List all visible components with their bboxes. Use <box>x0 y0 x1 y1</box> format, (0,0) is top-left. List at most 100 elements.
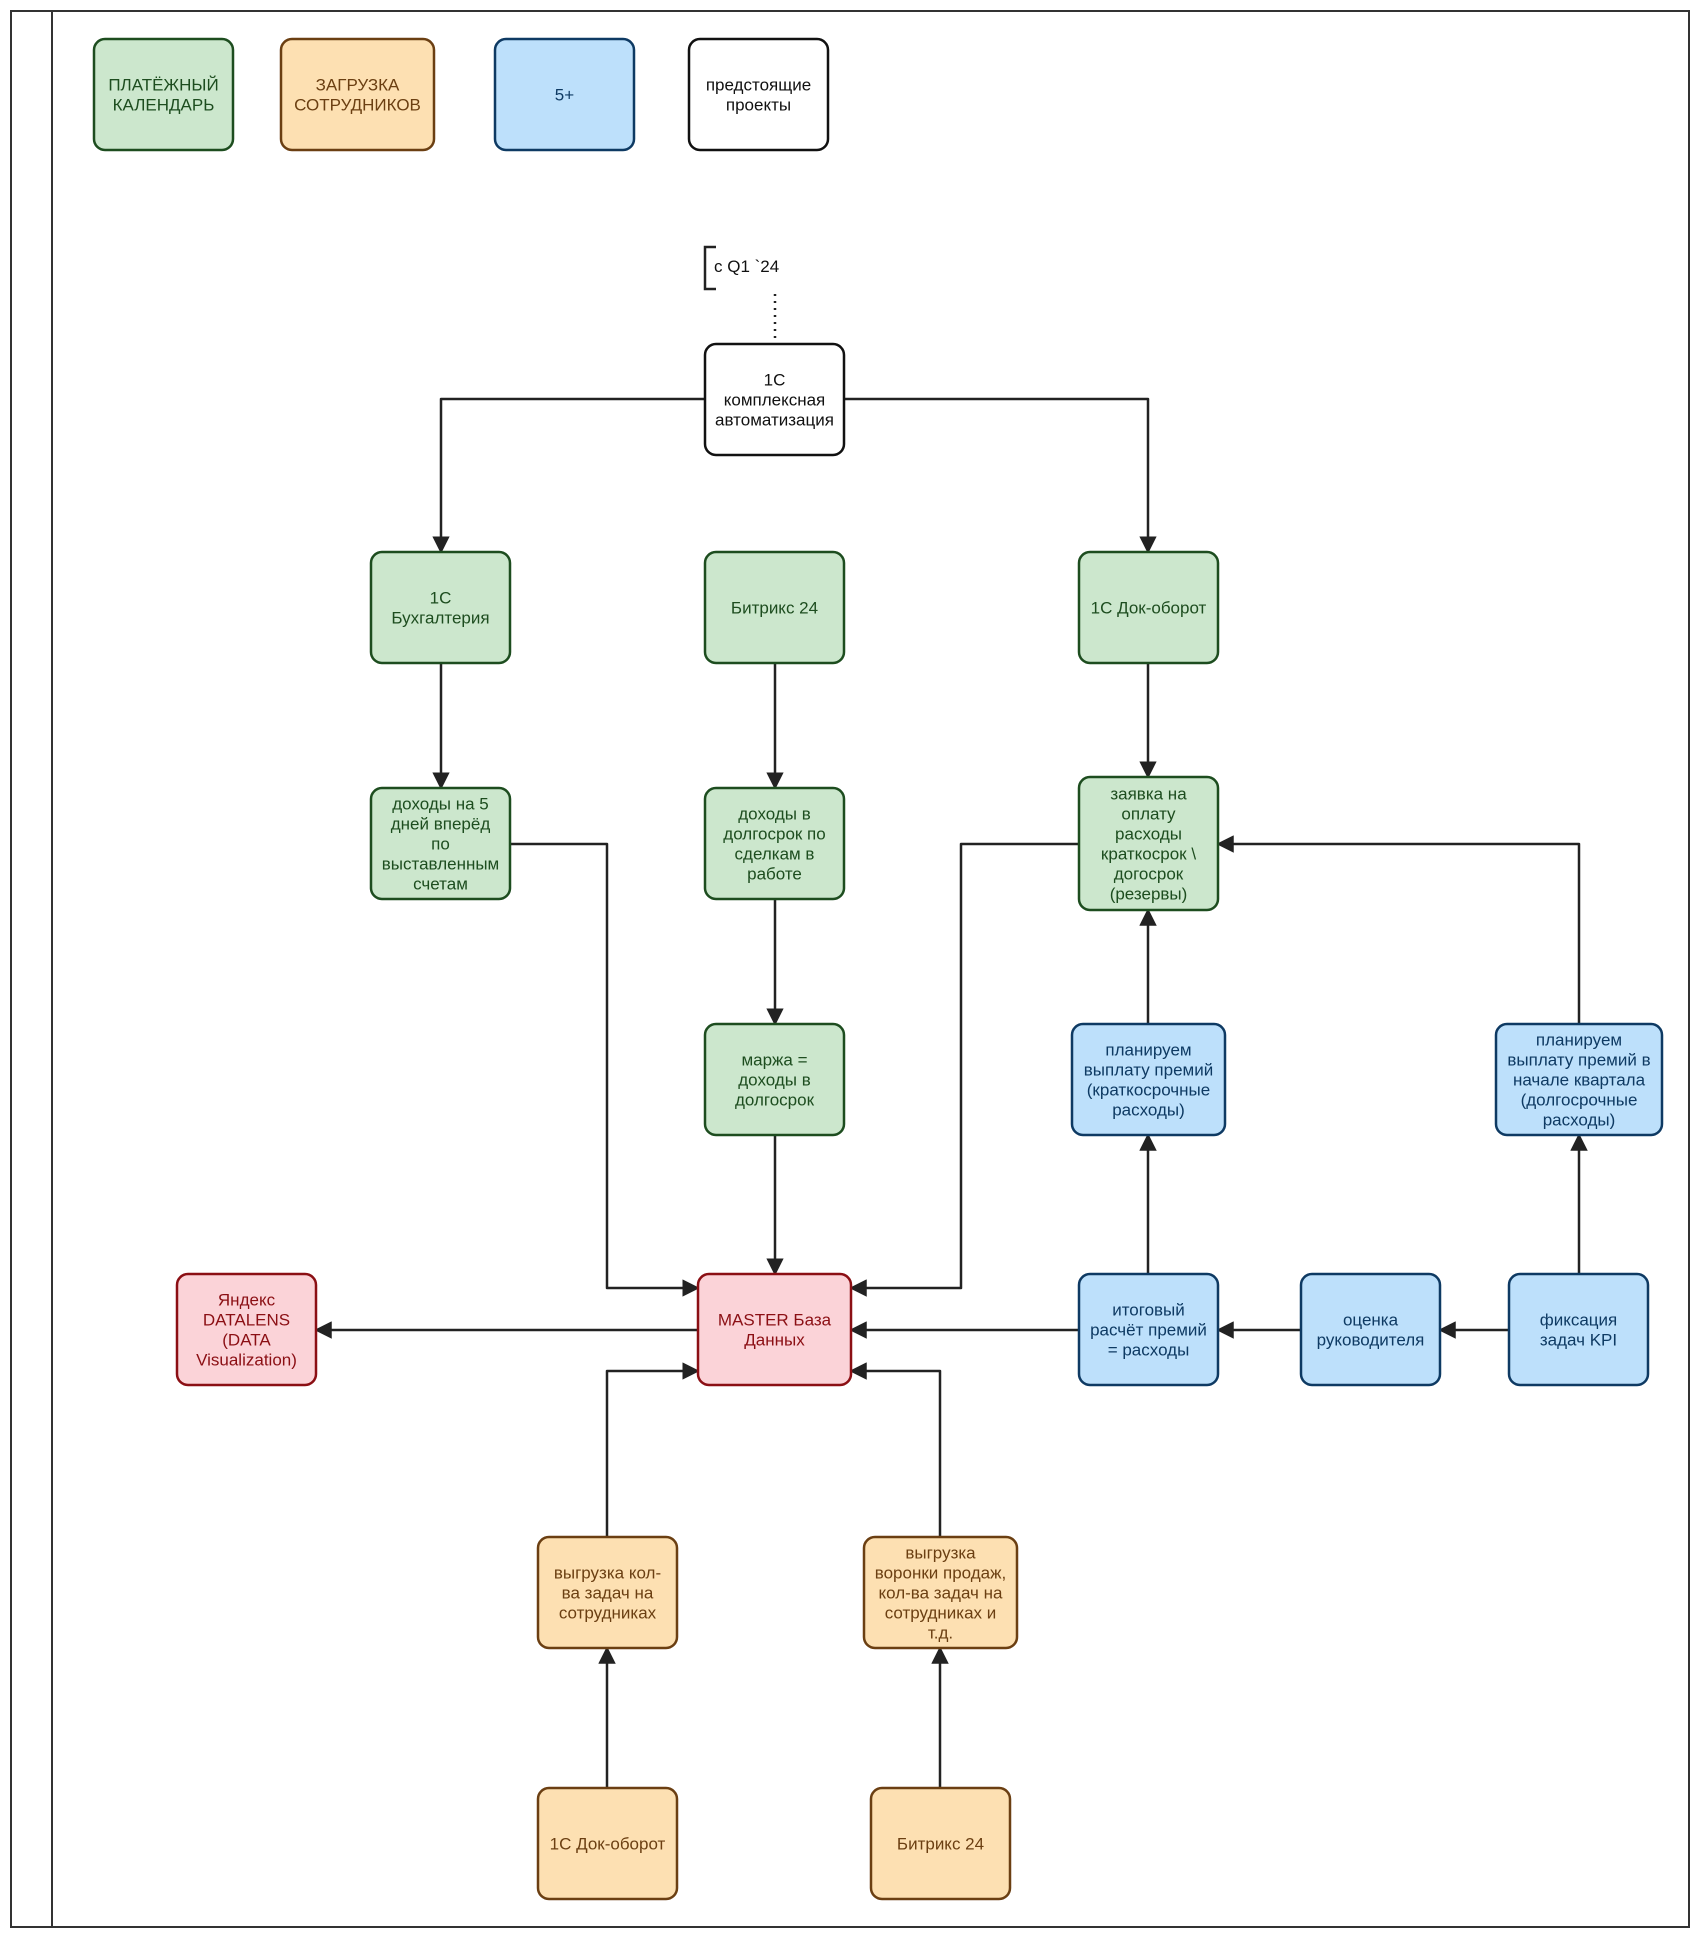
node-manager-eval-box <box>1299 1272 1442 1387</box>
node-bitrix24-top-label-line: Битрикс 24 <box>731 599 818 618</box>
node-final-bonus-label-line: расчёт премий <box>1090 1321 1207 1340</box>
node-plan-bonus-long-label-line: начале квартала <box>1513 1071 1646 1090</box>
node-payment-request-label-line: догосрок <box>1114 865 1184 884</box>
node-export-funnel-label-line: т.д. <box>928 1624 953 1643</box>
legend-payment-calendar-box <box>92 37 235 152</box>
node-final-bonus-label-line: = расходы <box>1108 1341 1190 1360</box>
node-payment-request-label-line: (резервы) <box>1110 885 1188 904</box>
node-plan-bonus-long-label-line: расходы) <box>1543 1111 1616 1130</box>
node-plan-bonus-short-box <box>1070 1022 1227 1137</box>
node-bitrix24-bottom-box <box>869 1786 1012 1901</box>
node-1c-complex-label-line: комплексная <box>724 391 826 410</box>
connector-1c-complex-to-1c-docflow-top <box>844 397 1157 554</box>
node-income-longterm-label-line: сделкам в <box>735 845 815 864</box>
node-income-longterm-box <box>703 786 846 901</box>
node-margin-box <box>703 1022 846 1137</box>
connector-payment-request-to-master-db <box>849 842 1079 1297</box>
annotation-bracket <box>703 245 716 291</box>
legend-payment-calendar-label-line: КАЛЕНДАРЬ <box>113 96 215 115</box>
node-plan-bonus-long-label-line: выплату премий в <box>1507 1051 1650 1070</box>
node-1c-accounting-label-line: Бухгалтерия <box>391 609 489 628</box>
node-bitrix24-top: Битрикс 24 <box>703 550 846 665</box>
node-1c-docflow-top-label-line: 1С Док-оборот <box>1091 599 1207 618</box>
connector-1c-complex-to-1c-accounting <box>432 397 705 554</box>
annotation-q1-24: с Q1 `24 <box>703 245 779 340</box>
legend-upcoming-box <box>687 37 830 152</box>
node-plan-bonus-long-label-line: (долгосрочные <box>1521 1091 1638 1110</box>
legend-staff-load-label-line: ЗАГРУЗКА <box>316 76 400 95</box>
node-plan-bonus-short-label-line: (краткосрочные <box>1087 1081 1210 1100</box>
node-margin-label-line: доходы в <box>738 1071 810 1090</box>
node-1c-complex-box <box>703 342 846 457</box>
node-plan-bonus-short-label-line: расходы) <box>1112 1101 1185 1120</box>
legend-layer: ПЛАТЁЖНЫЙКАЛЕНДАРЬЗАГРУЗКАСОТРУДНИКОВ5+п… <box>92 37 830 152</box>
node-export-funnel-label-line: выгрузка <box>905 1544 976 1563</box>
node-export-funnel-box <box>862 1535 1019 1650</box>
node-1c-docflow-bottom-box <box>536 1786 679 1901</box>
node-export-funnel-label-line: кол-ва задач на <box>879 1584 1004 1603</box>
connector-export-funnel-to-master-db <box>849 1362 942 1537</box>
annotation-text: с Q1 `24 <box>714 257 779 276</box>
legend-5plus: 5+ <box>493 37 636 152</box>
node-income-5days-label-line: выставленным <box>382 855 500 874</box>
node-master-db-label-line: MASTER База <box>718 1311 832 1330</box>
node-plan-bonus-long-label-line: планируем <box>1536 1031 1622 1050</box>
node-income-5days-label-line: дней вперёд <box>391 815 491 834</box>
node-bitrix24-bottom: Битрикс 24 <box>869 1786 1012 1901</box>
node-export-tasks-label-line: ва задач на <box>562 1584 654 1603</box>
node-1c-docflow-bottom-label-line: 1С Док-оборот <box>550 1835 666 1854</box>
node-manager-eval-label-line: оценка <box>1343 1311 1399 1330</box>
legend-5plus-label-line: 5+ <box>555 86 574 105</box>
node-yandex-datalens-label-line: (DATA <box>222 1331 271 1350</box>
node-1c-complex-label-line: автоматизация <box>715 411 834 430</box>
node-export-tasks-box <box>536 1535 679 1650</box>
node-income-longterm-label-line: долгосрок по <box>723 825 825 844</box>
node-bitrix24-bottom-label-line: Битрикс 24 <box>897 1835 984 1854</box>
node-yandex-datalens-box <box>175 1272 318 1387</box>
node-plan-bonus-short-label-line: планируем <box>1105 1041 1191 1060</box>
node-final-bonus-label-line: итоговый <box>1112 1301 1185 1320</box>
diagram-frame <box>10 10 1690 1928</box>
legend-upcoming-label-line: проекты <box>726 96 791 115</box>
legend-5plus-box <box>493 37 636 152</box>
connector-income-5days-to-master-db <box>510 842 700 1297</box>
connectors-layer <box>314 397 1588 1788</box>
node-manager-eval-label-line: руководителя <box>1317 1331 1425 1350</box>
node-payment-request-box <box>1077 775 1220 912</box>
node-1c-complex-label-line: 1С <box>764 371 786 390</box>
node-export-funnel-label-line: воронки продаж, <box>875 1564 1006 1583</box>
connector-export-tasks-to-master-db <box>605 1362 700 1537</box>
node-kpi-fix-box <box>1507 1272 1650 1387</box>
node-payment-request-label-line: расходы <box>1115 825 1182 844</box>
node-income-5days-label-line: счетам <box>413 875 468 894</box>
node-master-db-label-line: Данных <box>744 1331 805 1350</box>
node-1c-docflow-bottom: 1С Док-оборот <box>536 1786 679 1901</box>
node-income-5days-box <box>369 786 512 901</box>
node-final-bonus-box <box>1077 1272 1220 1387</box>
node-bitrix24-top-box <box>703 550 846 665</box>
node-margin-label-line: маржа = <box>741 1051 807 1070</box>
node-yandex-datalens-label-line: DATALENS <box>203 1311 290 1330</box>
node-plan-bonus-long-box <box>1494 1022 1664 1137</box>
node-1c-accounting-box <box>369 550 512 665</box>
connector-plan-bonus-long-to-payment-request <box>1216 835 1581 1024</box>
node-kpi-fix-label-line: фиксация <box>1540 1311 1618 1330</box>
legend-upcoming-label-line: предстоящие <box>706 76 811 95</box>
